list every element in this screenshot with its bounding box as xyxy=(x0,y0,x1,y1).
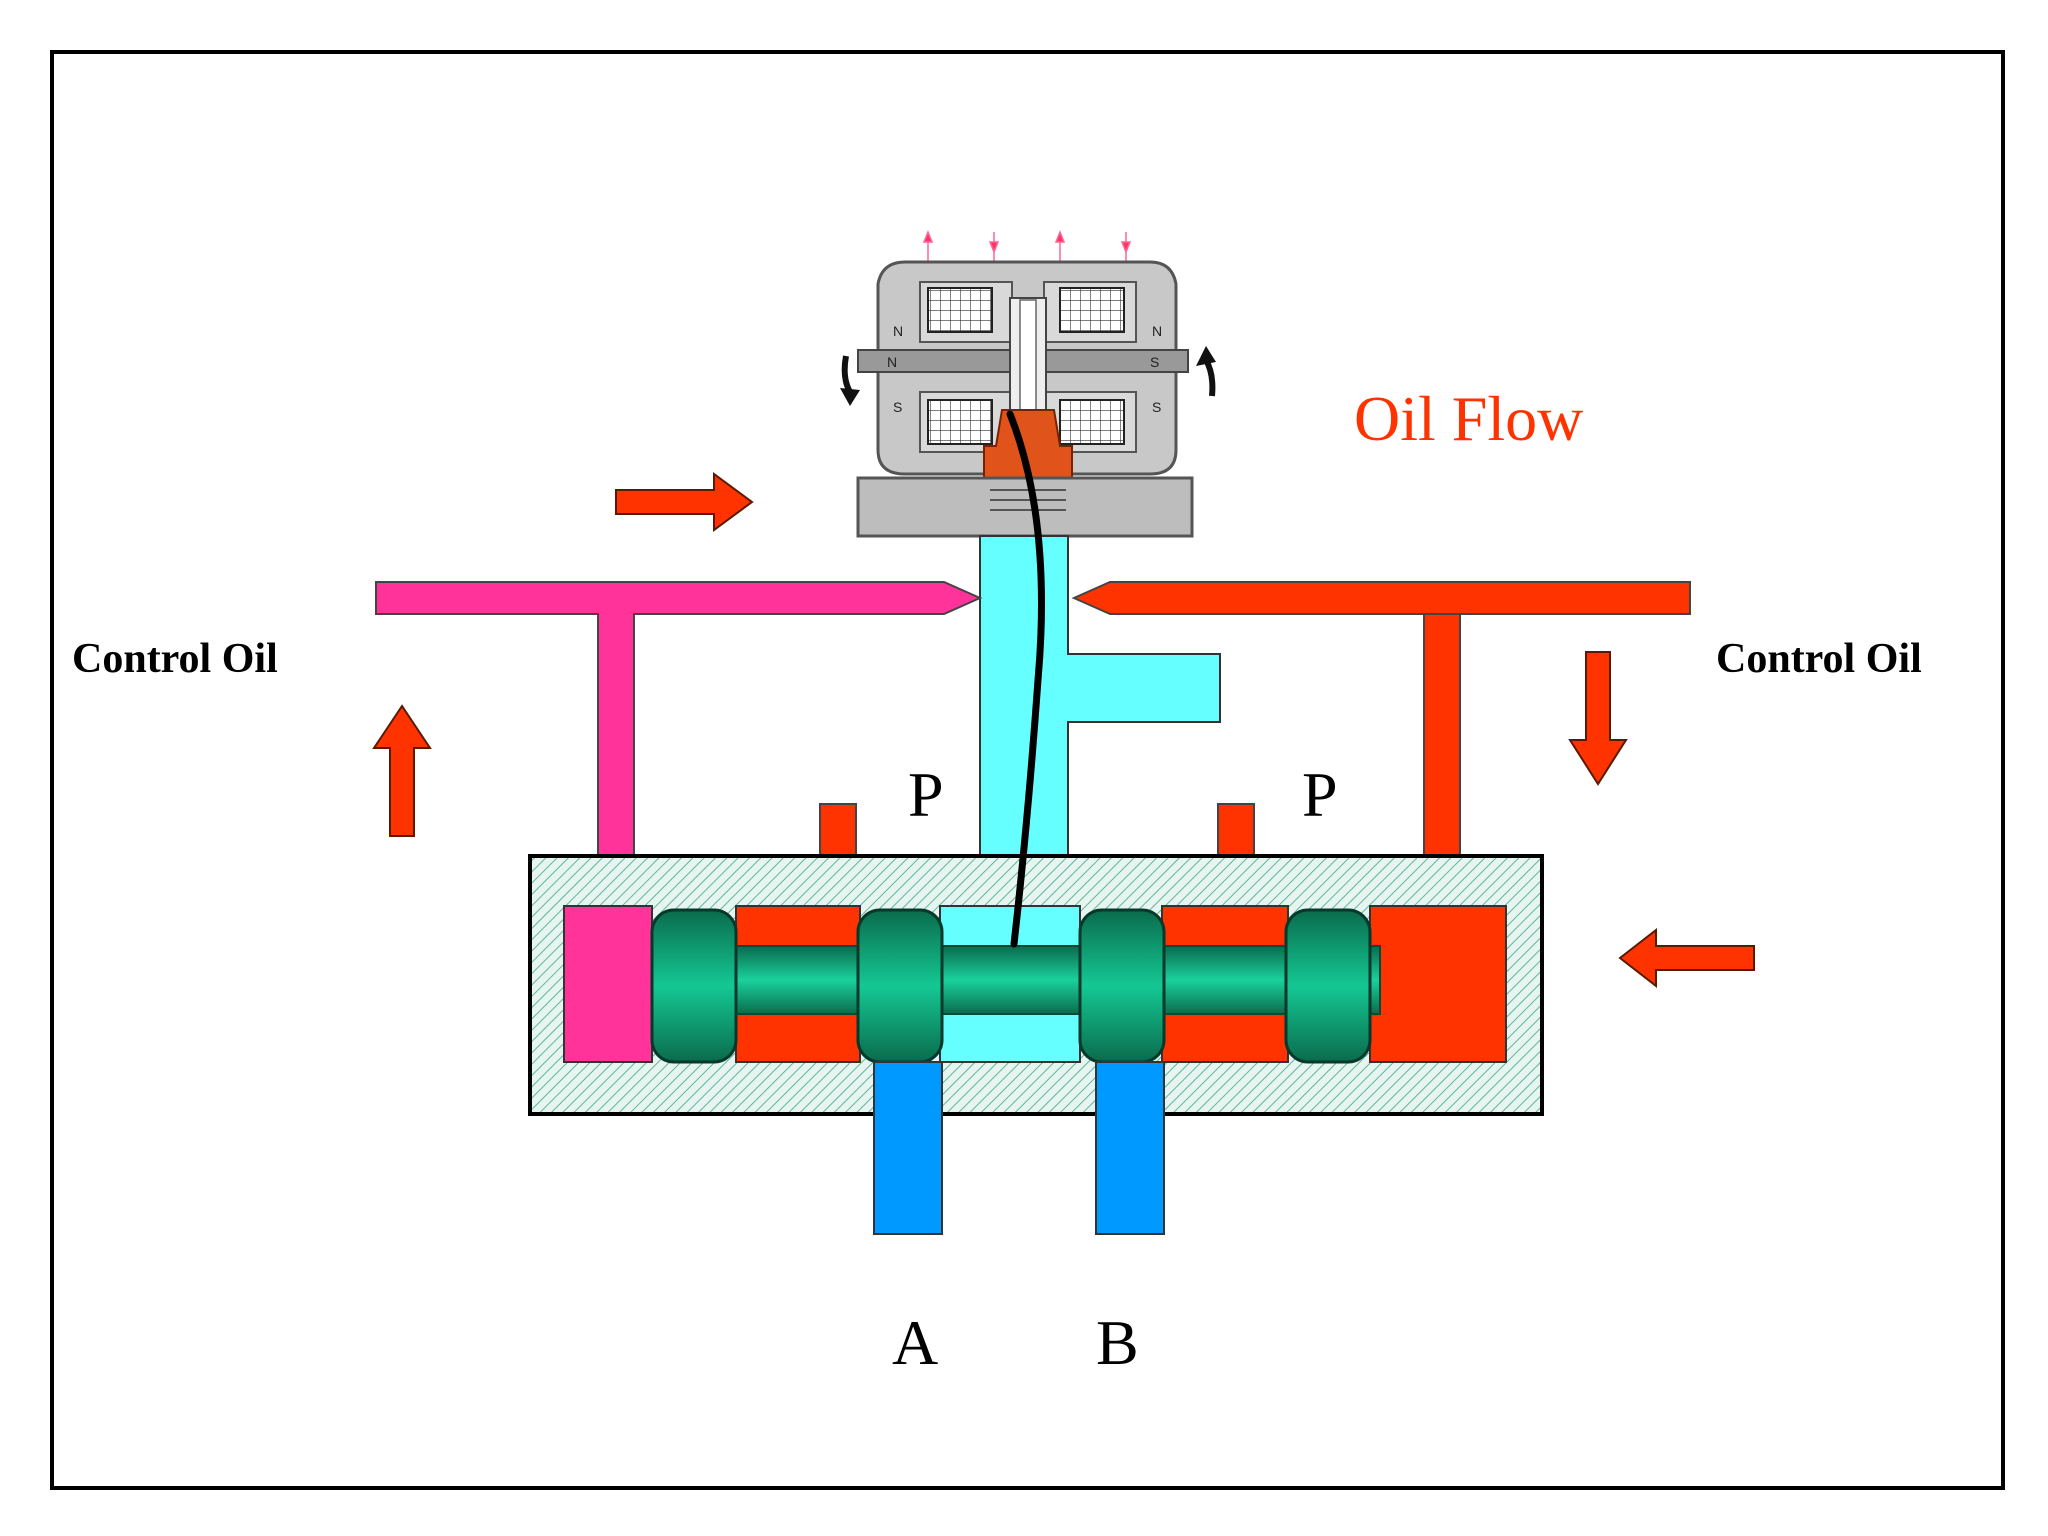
spool-land-2 xyxy=(856,908,944,1064)
arrow-down-icon xyxy=(1568,651,1628,786)
pole-label: S xyxy=(893,399,902,415)
arrow-up-icon xyxy=(372,704,432,837)
left-end-chamber xyxy=(563,905,653,1063)
coil-lower-right xyxy=(1059,399,1125,445)
label-port-a: A xyxy=(892,1307,938,1378)
flow-arrows xyxy=(372,472,1755,989)
coil-upper-right xyxy=(1059,287,1125,333)
spool-land-4 xyxy=(1284,908,1372,1064)
right-end-chamber xyxy=(1369,905,1507,1063)
label-control-oil-left: Control Oil xyxy=(72,636,278,682)
coil-upper-left xyxy=(927,287,993,333)
rotation-arrow-right xyxy=(1196,346,1216,397)
pole-label: N xyxy=(893,323,903,339)
coil-lower-left xyxy=(927,399,993,445)
output-port-a xyxy=(873,1061,943,1235)
motor-base-slots xyxy=(990,489,1066,511)
pole-label: N xyxy=(887,354,897,370)
control-line-left xyxy=(375,581,983,907)
spool-rod xyxy=(689,945,1381,1015)
motor-base xyxy=(856,476,1194,538)
spool-land-1 xyxy=(650,908,738,1064)
label-control-oil-right: Control Oil xyxy=(1716,636,1922,682)
page-title: Oil Flow xyxy=(1354,383,1583,454)
output-port-b xyxy=(1095,1061,1165,1235)
label-port-p-left: P xyxy=(908,759,944,830)
pole-label: S xyxy=(1152,399,1161,415)
feedback-wire xyxy=(1006,410,1045,948)
control-line-right xyxy=(1071,581,1691,907)
arrow-left-icon xyxy=(1618,927,1755,989)
label-port-b: B xyxy=(1096,1307,1139,1378)
torque-motor: N N N S S S xyxy=(840,229,1216,538)
label-port-p-right: P xyxy=(1302,759,1338,830)
rotation-arrow-left xyxy=(840,355,860,406)
pole-label: S xyxy=(1150,354,1159,370)
arrow-right-icon xyxy=(615,472,754,532)
spool-land-3 xyxy=(1078,908,1166,1064)
pole-label: N xyxy=(1152,323,1162,339)
